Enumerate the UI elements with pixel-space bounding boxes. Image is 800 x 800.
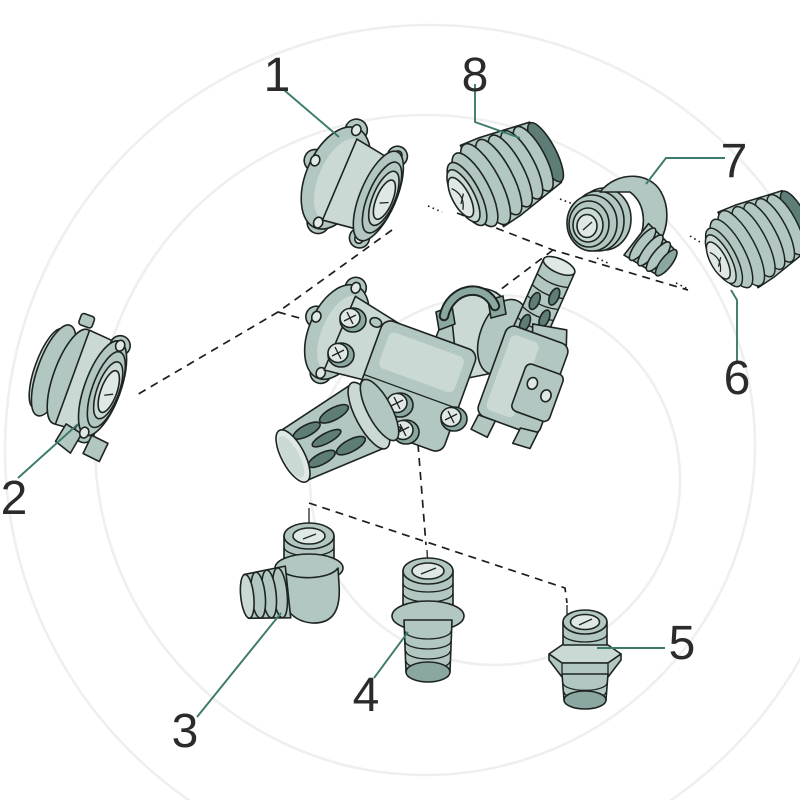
part-6-threaded-fitting xyxy=(704,189,800,289)
part-labels: 1 2 3 4 5 6 7 8 xyxy=(1,49,751,758)
mounting-bracket xyxy=(511,363,564,423)
main-right-block xyxy=(470,323,569,450)
control-knob xyxy=(275,378,400,483)
part-3-barb-outlet xyxy=(239,565,292,620)
callout-line-1 xyxy=(283,89,340,138)
axis-dots-part-8 xyxy=(427,205,443,213)
main-valve-assembly xyxy=(275,255,576,483)
part-1-bore xyxy=(372,179,397,221)
clamp-tab xyxy=(78,312,96,329)
callout-lines xyxy=(17,84,738,718)
callout-line-7 xyxy=(645,157,725,185)
part-label-6: 6 xyxy=(724,352,751,405)
part-4-straight-fitting xyxy=(391,557,465,683)
barrel-top-hole xyxy=(369,316,383,328)
part-5-hex-nipple xyxy=(548,609,622,710)
axis-line-bottom xyxy=(308,502,568,604)
part-2-bore xyxy=(97,369,121,414)
part-label-4: 4 xyxy=(353,669,380,722)
part-2-foot-left xyxy=(54,423,83,454)
axis-dots-part-7-left xyxy=(559,198,574,205)
part-5-hex-band xyxy=(548,653,622,678)
part-label-1: 1 xyxy=(264,49,291,102)
block-foot-right xyxy=(511,427,539,450)
part-7-elbow-fitting xyxy=(566,175,678,277)
axis-line-bottom-vertical xyxy=(417,443,427,546)
screw xyxy=(440,406,468,432)
axis-line-right-stub xyxy=(491,249,554,297)
block-foot-left xyxy=(470,414,497,439)
bracket-hole-1 xyxy=(526,376,539,391)
part-1-flanged-coupling xyxy=(300,118,409,249)
part-label-2: 2 xyxy=(1,472,28,525)
callout-line-6 xyxy=(730,289,738,362)
part-3-elbow-fitting xyxy=(239,522,344,624)
part-label-5: 5 xyxy=(669,617,696,670)
axis-line-left-stub xyxy=(277,311,304,320)
part-2-foot-right xyxy=(82,434,109,463)
screw xyxy=(339,307,367,333)
part-2-flanged-coupling xyxy=(28,312,131,463)
axis-dots-part-7-right xyxy=(596,257,611,265)
bracket-hole-2 xyxy=(540,389,552,403)
callout-line-2 xyxy=(17,423,79,479)
axis-dots-part-6-face xyxy=(675,282,689,290)
axis-dots-part-6-top xyxy=(689,235,701,243)
watermark-circle-outer xyxy=(3,23,800,800)
part-7-barb-outlet xyxy=(623,222,678,277)
carry-handle xyxy=(440,287,499,320)
part-label-8: 8 xyxy=(462,49,489,102)
callout-line-8 xyxy=(474,84,521,139)
part-label-3: 3 xyxy=(172,705,199,758)
assembly-screws xyxy=(327,307,468,445)
callout-line-3 xyxy=(196,612,282,718)
part-label-7: 7 xyxy=(721,135,748,188)
part-8-threaded-fitting xyxy=(446,121,565,228)
screw xyxy=(327,342,355,368)
callout-line-4 xyxy=(373,631,409,679)
